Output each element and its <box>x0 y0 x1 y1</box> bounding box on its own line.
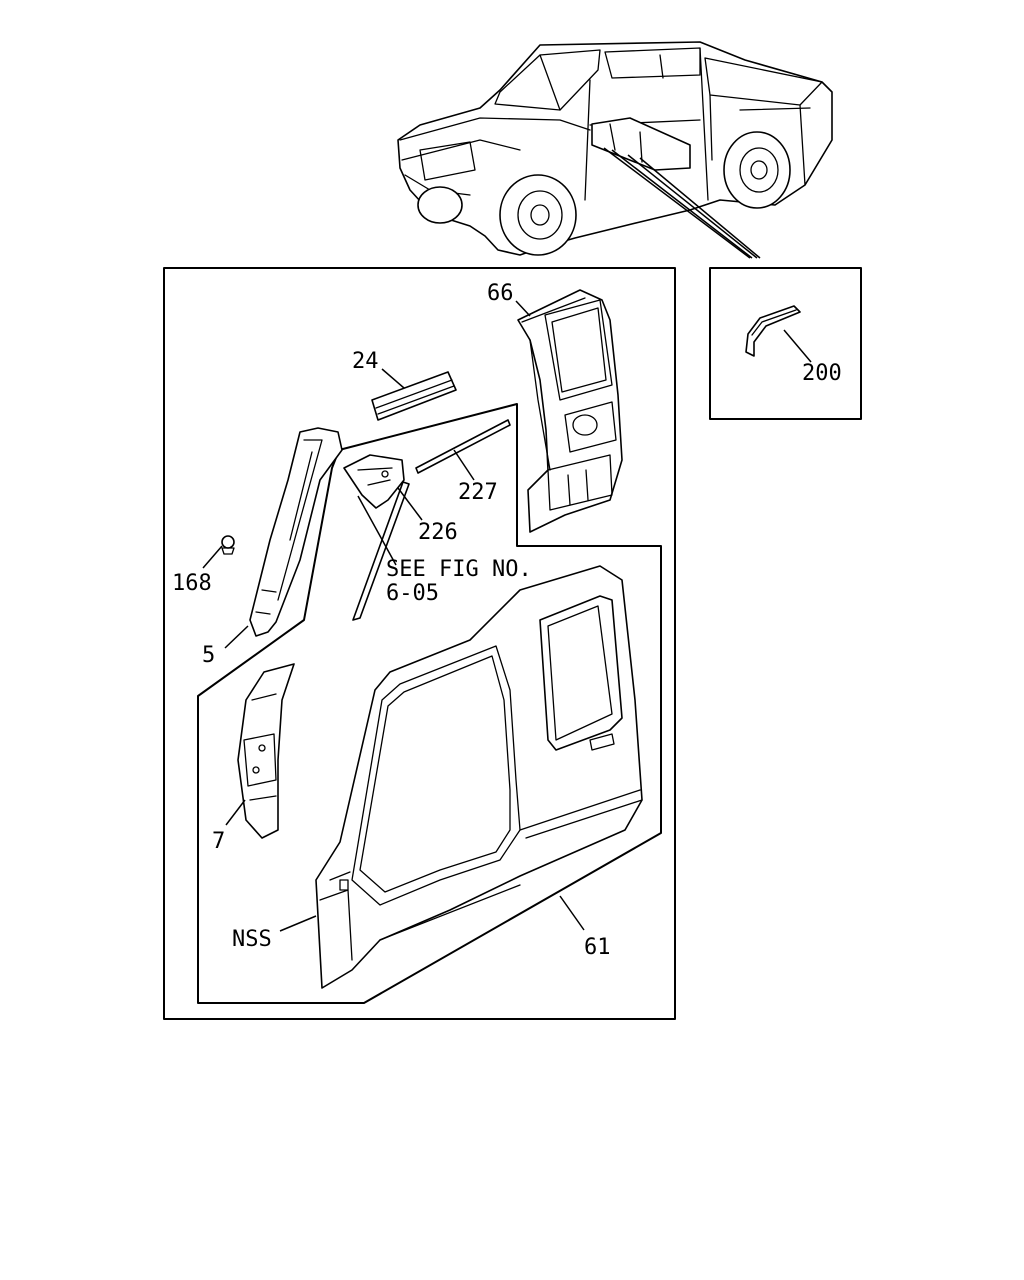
part-7-pillar <box>237 663 295 839</box>
part-61-side-panel <box>315 565 643 989</box>
assembly-group-outline <box>197 403 662 1004</box>
see-fig-strip <box>352 481 410 621</box>
part-5-pillar <box>249 427 343 637</box>
part-226-bracket <box>343 454 405 509</box>
callout-226: 226 <box>418 520 458 545</box>
callout-200: 200 <box>802 361 842 386</box>
see-fig-reference-line2: 6-05 <box>386 581 439 606</box>
callout-66: 66 <box>487 281 514 306</box>
part-24-rail <box>371 371 457 421</box>
part-168-clip <box>221 535 235 555</box>
callout-61: 61 <box>584 935 611 960</box>
main-parts-frame <box>163 267 676 1020</box>
leader-lines <box>202 300 812 932</box>
callout-nss: NSS <box>232 927 272 952</box>
callout-5: 5 <box>202 643 215 668</box>
callout-227: 227 <box>458 480 498 505</box>
callout-168: 168 <box>172 571 212 596</box>
detail-frame <box>709 267 862 420</box>
part-227-strip <box>415 419 511 474</box>
part-200-step-trim <box>745 305 801 357</box>
see-fig-reference-line1: SEE FIG NO. <box>386 557 532 582</box>
callout-24: 24 <box>352 349 379 374</box>
part-66-panel <box>517 289 623 533</box>
callout-7: 7 <box>212 829 225 854</box>
truck-overview-illustration <box>397 41 833 259</box>
